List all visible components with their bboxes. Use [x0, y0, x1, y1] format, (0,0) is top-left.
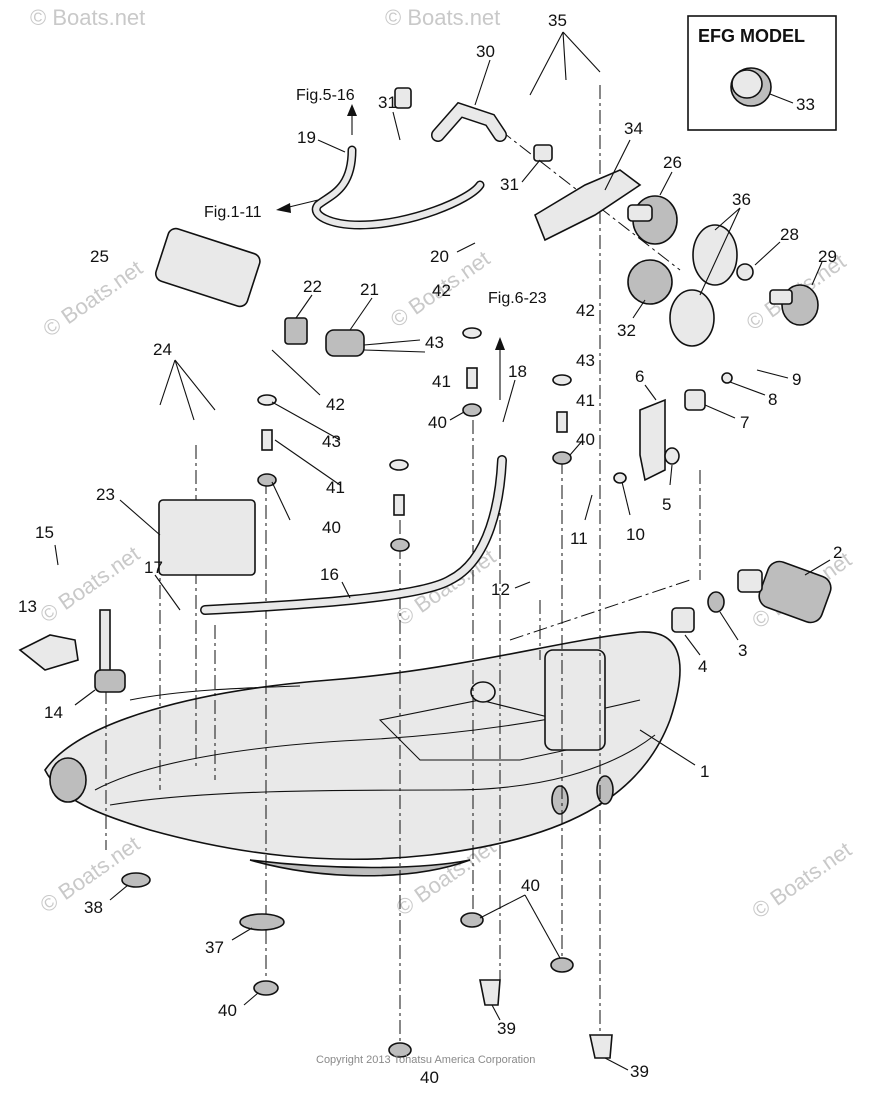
callout-4: 4: [698, 657, 707, 676]
callout-38: 38: [84, 898, 103, 917]
efg-model-title: EFG MODEL: [698, 26, 805, 46]
callout-40: 40: [420, 1068, 439, 1087]
callout-40: 40: [322, 518, 341, 537]
callout-6: 6: [635, 367, 644, 386]
callout-35: 35: [548, 11, 567, 30]
callout-28: 28: [780, 225, 799, 244]
callout-41: 41: [576, 391, 595, 410]
assembly-lines: [105, 85, 701, 1050]
callout-41: 41: [432, 372, 451, 391]
callout-15: 15: [35, 523, 54, 542]
watermark: © Boats.net: [38, 255, 147, 342]
callout-34: 34: [624, 119, 643, 138]
callout-36: 36: [732, 190, 751, 209]
callout-12: 12: [491, 580, 510, 599]
figure-references: Fig.5-16 Fig.1-11 Fig.6-23: [204, 87, 547, 307]
callout-18: 18: [508, 362, 527, 381]
callout-21: 21: [360, 280, 379, 299]
callout-24: 24: [153, 340, 172, 359]
callout-32: 32: [617, 321, 636, 340]
reference-arrows: [276, 104, 505, 400]
callout-41: 41: [326, 478, 345, 497]
callout-40: 40: [521, 876, 540, 895]
callout-7: 7: [740, 413, 749, 432]
callout-40: 40: [218, 1001, 237, 1020]
callout-1: 1: [700, 762, 709, 781]
lower-cover-part-1: [44, 631, 681, 877]
callout-16: 16: [320, 565, 339, 584]
callout-14: 14: [44, 703, 63, 722]
callout-2: 2: [833, 543, 842, 562]
hoses: [200, 101, 507, 615]
callout-40: 40: [428, 413, 447, 432]
callout-9: 9: [792, 370, 801, 389]
callout-3: 3: [738, 641, 747, 660]
callout-11: 11: [570, 529, 588, 548]
callout-42: 42: [576, 301, 595, 320]
callout-13: 13: [18, 597, 37, 616]
components: [18, 87, 832, 1059]
callout-5: 5: [662, 495, 671, 514]
callout-8: 8: [768, 390, 777, 409]
callout-22: 22: [303, 277, 322, 296]
callout-19: 19: [297, 128, 316, 147]
callout-20: 20: [430, 247, 449, 266]
callout-31: 31: [500, 175, 519, 194]
callout-42: 42: [432, 281, 451, 300]
callout-30: 30: [476, 42, 495, 61]
callout-39: 39: [497, 1019, 516, 1038]
efg-model-box: EFG MODEL 33: [687, 15, 837, 131]
callout-17: 17: [144, 558, 163, 577]
callout-26: 26: [663, 153, 682, 172]
fig-ref-6-23: Fig.6-23: [488, 290, 547, 307]
copyright-notice: Copyright 2013 Tohatsu America Corporati…: [316, 1054, 535, 1066]
callout-29: 29: [818, 247, 837, 266]
fig-ref-1-11: Fig.1-11: [204, 204, 262, 221]
watermark: © Boats.net: [747, 837, 856, 924]
fig-ref-5-16: Fig.5-16: [296, 87, 355, 104]
watermark: © Boats.net: [35, 541, 144, 628]
callout-31: 31: [378, 93, 397, 112]
callout-25: 25: [90, 247, 109, 266]
watermark: © Boats.net: [385, 5, 500, 30]
callout-43: 43: [576, 351, 595, 370]
callout-37: 37: [205, 938, 224, 957]
callout-39: 39: [630, 1062, 649, 1081]
callout-33: 33: [796, 95, 815, 114]
callout-43: 43: [322, 432, 341, 451]
callouts: 1 2 3 4 5 6 7 8 9 10 11 12 13 14 15 16 1…: [18, 11, 842, 1087]
callout-43: 43: [425, 333, 444, 352]
callout-10: 10: [626, 525, 645, 544]
callout-42: 42: [326, 395, 345, 414]
watermark: © Boats.net: [30, 5, 145, 30]
callout-23: 23: [96, 485, 115, 504]
callout-40: 40: [576, 430, 595, 449]
